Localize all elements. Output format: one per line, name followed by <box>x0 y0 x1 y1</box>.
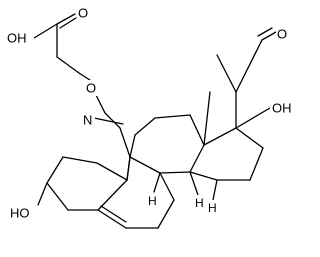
acid-hydroxyl-label: OH <box>7 31 27 46</box>
ring-a <box>46 156 131 211</box>
c14-hydrogen-label: H <box>208 201 217 215</box>
oxime-side-chain <box>33 13 131 158</box>
c8-hydrogen-label: H <box>195 196 204 210</box>
c17-hydroxyl-label: OH <box>272 101 292 116</box>
ether-oxygen-label: O <box>86 81 96 96</box>
c9-hydrogen-label: H <box>148 194 157 208</box>
ring-c <box>129 114 205 174</box>
ring-b <box>97 156 175 229</box>
ketone-oxygen-label: O <box>277 27 287 42</box>
atom-labels: OH O O N O OH HO H H H <box>6 5 296 221</box>
ring-d <box>189 127 264 181</box>
acid-carbonyl-oxygen-label: O <box>78 6 88 21</box>
oxime-nitrogen-label: N <box>83 113 92 128</box>
c3-hydroxyl-label: HO <box>10 206 30 221</box>
substituents <box>37 27 277 206</box>
